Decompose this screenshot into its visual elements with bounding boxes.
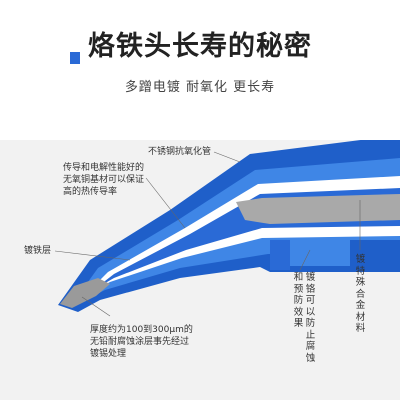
accent-bar [70,52,80,64]
label-chrome-col2: 镀铬可以防止腐蚀 [305,272,316,364]
leader-iron [54,250,131,261]
label-thickness-line-2: 无铅耐腐蚀涂层事先经过 [90,337,190,347]
label-thickness-line-3: 镀锡处理 [90,349,127,359]
diagram-area: 不锈钢抗氧化管 传导和电解性能好的 无氧铜基材可以保证 高的热传导率 镀铁层 厚… [0,140,400,400]
label-stainless-tube: 不锈钢抗氧化管 [148,147,212,157]
label-iron-layer: 镀铁层 [24,246,52,256]
section-step-1 [270,240,290,270]
section-step-2 [290,240,350,266]
tip-gray [60,278,110,308]
label-thickness-line-1: 厚度约为100到300μm的 [90,325,193,335]
page-title: 烙铁头长寿的秘密 [88,31,312,62]
leader-thickness [81,296,111,317]
label-chrome-col1: 和预防效果 [293,272,304,329]
leader-stainless [213,151,241,163]
label-thickness: 厚度约为100到300μm的 无铅耐腐蚀涂层事先经过 镀锡处理 [90,324,193,360]
label-copper-base: 传导和电解性能好的 无氧铜基材可以保证 高的热传导率 [63,162,144,198]
copper-core [236,194,400,224]
page-subtitle: 多蹭电镀 耐氧化 更长寿 [124,80,276,95]
label-copper-line-2: 无氧铜基材可以保证 [63,175,145,185]
soldering-tip-diagram [54,140,400,317]
leader-chrome [299,249,311,271]
leader-copper [145,177,186,229]
header: 烙铁头长寿的秘密 多蹭电镀 耐氧化 更长寿 [0,0,400,140]
section-step-3 [350,240,400,262]
label-alloy: 镀特殊合金材料 [355,254,366,334]
label-copper-line-3: 高的热传导率 [63,187,118,197]
label-copper-line-1: 传导和电解性能好的 [63,163,145,173]
